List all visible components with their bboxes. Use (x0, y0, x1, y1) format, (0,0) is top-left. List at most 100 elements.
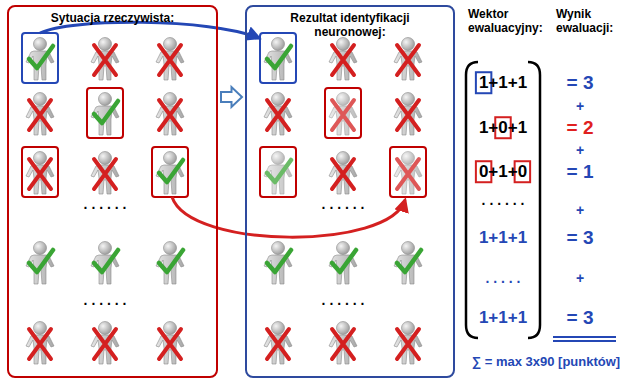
plus-sign: + (576, 270, 584, 286)
person-icon (394, 93, 422, 136)
row-score: = 2 (567, 117, 594, 139)
person-figure (26, 93, 54, 136)
cross-mark (159, 329, 181, 359)
column-heading: Wynik ewaluacji: (556, 8, 632, 36)
cross-mark (332, 100, 354, 130)
person-figure (394, 152, 422, 195)
person-icon (156, 152, 184, 195)
person-figure (91, 93, 119, 136)
person-icon (91, 38, 119, 81)
person-icon (329, 38, 357, 81)
person-icon (26, 38, 54, 81)
check-mark (94, 101, 118, 123)
cross-mark (159, 100, 181, 130)
plus-sign: + (576, 202, 584, 218)
highlight-boxes (22, 33, 426, 197)
check-mark (94, 250, 118, 272)
vector-row: 1+1+1 (479, 228, 527, 248)
check-mark (267, 250, 291, 272)
check-mark (159, 250, 183, 272)
row-score: = 3 (567, 72, 594, 94)
person-figure (394, 322, 422, 365)
person-icon (156, 242, 184, 285)
ellipsis: . . . . . . (482, 192, 525, 208)
person-figure (91, 242, 119, 285)
panel-box: Rezultat identyfikacji neuronowej: (245, 5, 455, 378)
check-mark (29, 250, 53, 272)
cross-mark (397, 100, 419, 130)
column-heading: Wektor ewaluacyjny: (468, 8, 563, 36)
sum-formula: ∑ = max 3x90 [punktów] (472, 355, 620, 370)
panel-heading: Sytuacja rzeczywista: (9, 7, 216, 25)
person-icon (329, 242, 357, 285)
highlight-box (260, 33, 296, 83)
highlight-box (325, 88, 361, 138)
plus-sign: + (576, 142, 584, 158)
panel-box: Sytuacja rzeczywista: (7, 5, 218, 378)
person-grid (26, 38, 422, 365)
highlight-box (152, 147, 188, 197)
person-figure (264, 242, 292, 285)
cross-mark (267, 100, 289, 130)
person-icon (91, 242, 119, 285)
cross-mark (159, 45, 181, 75)
cross-mark (94, 159, 116, 189)
digit-boxes (476, 72, 530, 182)
person-figure (26, 322, 54, 365)
person-figure (329, 322, 357, 365)
person-figure (264, 322, 292, 365)
panel-heading: Rezultat identyfikacji neuronowej: (247, 7, 453, 39)
vector-bracket-right (528, 62, 540, 338)
sum-underline (553, 340, 616, 342)
person-figure (156, 242, 184, 285)
person-icon (329, 152, 357, 195)
person-figure (329, 152, 357, 195)
cross-mark (267, 329, 289, 359)
ellipsis: . . . . . (485, 270, 520, 286)
cross-mark (29, 159, 51, 189)
vector-bracket-left (466, 62, 478, 338)
vector-row: 1+1+1 (479, 308, 527, 328)
check-mark (29, 46, 53, 68)
person-icon (26, 152, 54, 195)
plus-sign: + (576, 98, 584, 114)
person-figure (156, 152, 184, 195)
row-score: = 3 (567, 227, 594, 249)
person-icon (264, 152, 292, 195)
check-mark (267, 46, 291, 68)
person-icon (26, 93, 54, 136)
ellipsis: . . . . . . (84, 292, 127, 308)
person-figure (264, 38, 292, 81)
person-figure (329, 93, 357, 136)
cross-mark (332, 159, 354, 189)
ellipsis: . . . . . . (84, 196, 127, 212)
person-icon (91, 152, 119, 195)
row-score: = 3 (567, 307, 594, 329)
person-icon (264, 38, 292, 81)
person-icon (26, 242, 54, 285)
person-icon (156, 322, 184, 365)
cross-mark (94, 45, 116, 75)
person-figure (26, 152, 54, 195)
person-icon (264, 242, 292, 285)
check-mark (332, 250, 356, 272)
mismatch-arrow (172, 197, 405, 237)
person-icon (91, 93, 119, 136)
highlight-box (22, 147, 58, 197)
person-icon (156, 93, 184, 136)
person-figure (329, 242, 357, 285)
cross-mark (29, 100, 51, 130)
person-icon (329, 322, 357, 365)
cross-mark (332, 45, 354, 75)
person-figure (26, 38, 54, 81)
person-figure (91, 322, 119, 365)
cross-mark (29, 329, 51, 359)
person-icon (156, 38, 184, 81)
check-mark (397, 250, 421, 272)
person-icon (394, 38, 422, 81)
person-figure (329, 38, 357, 81)
sum-underline (553, 336, 616, 338)
